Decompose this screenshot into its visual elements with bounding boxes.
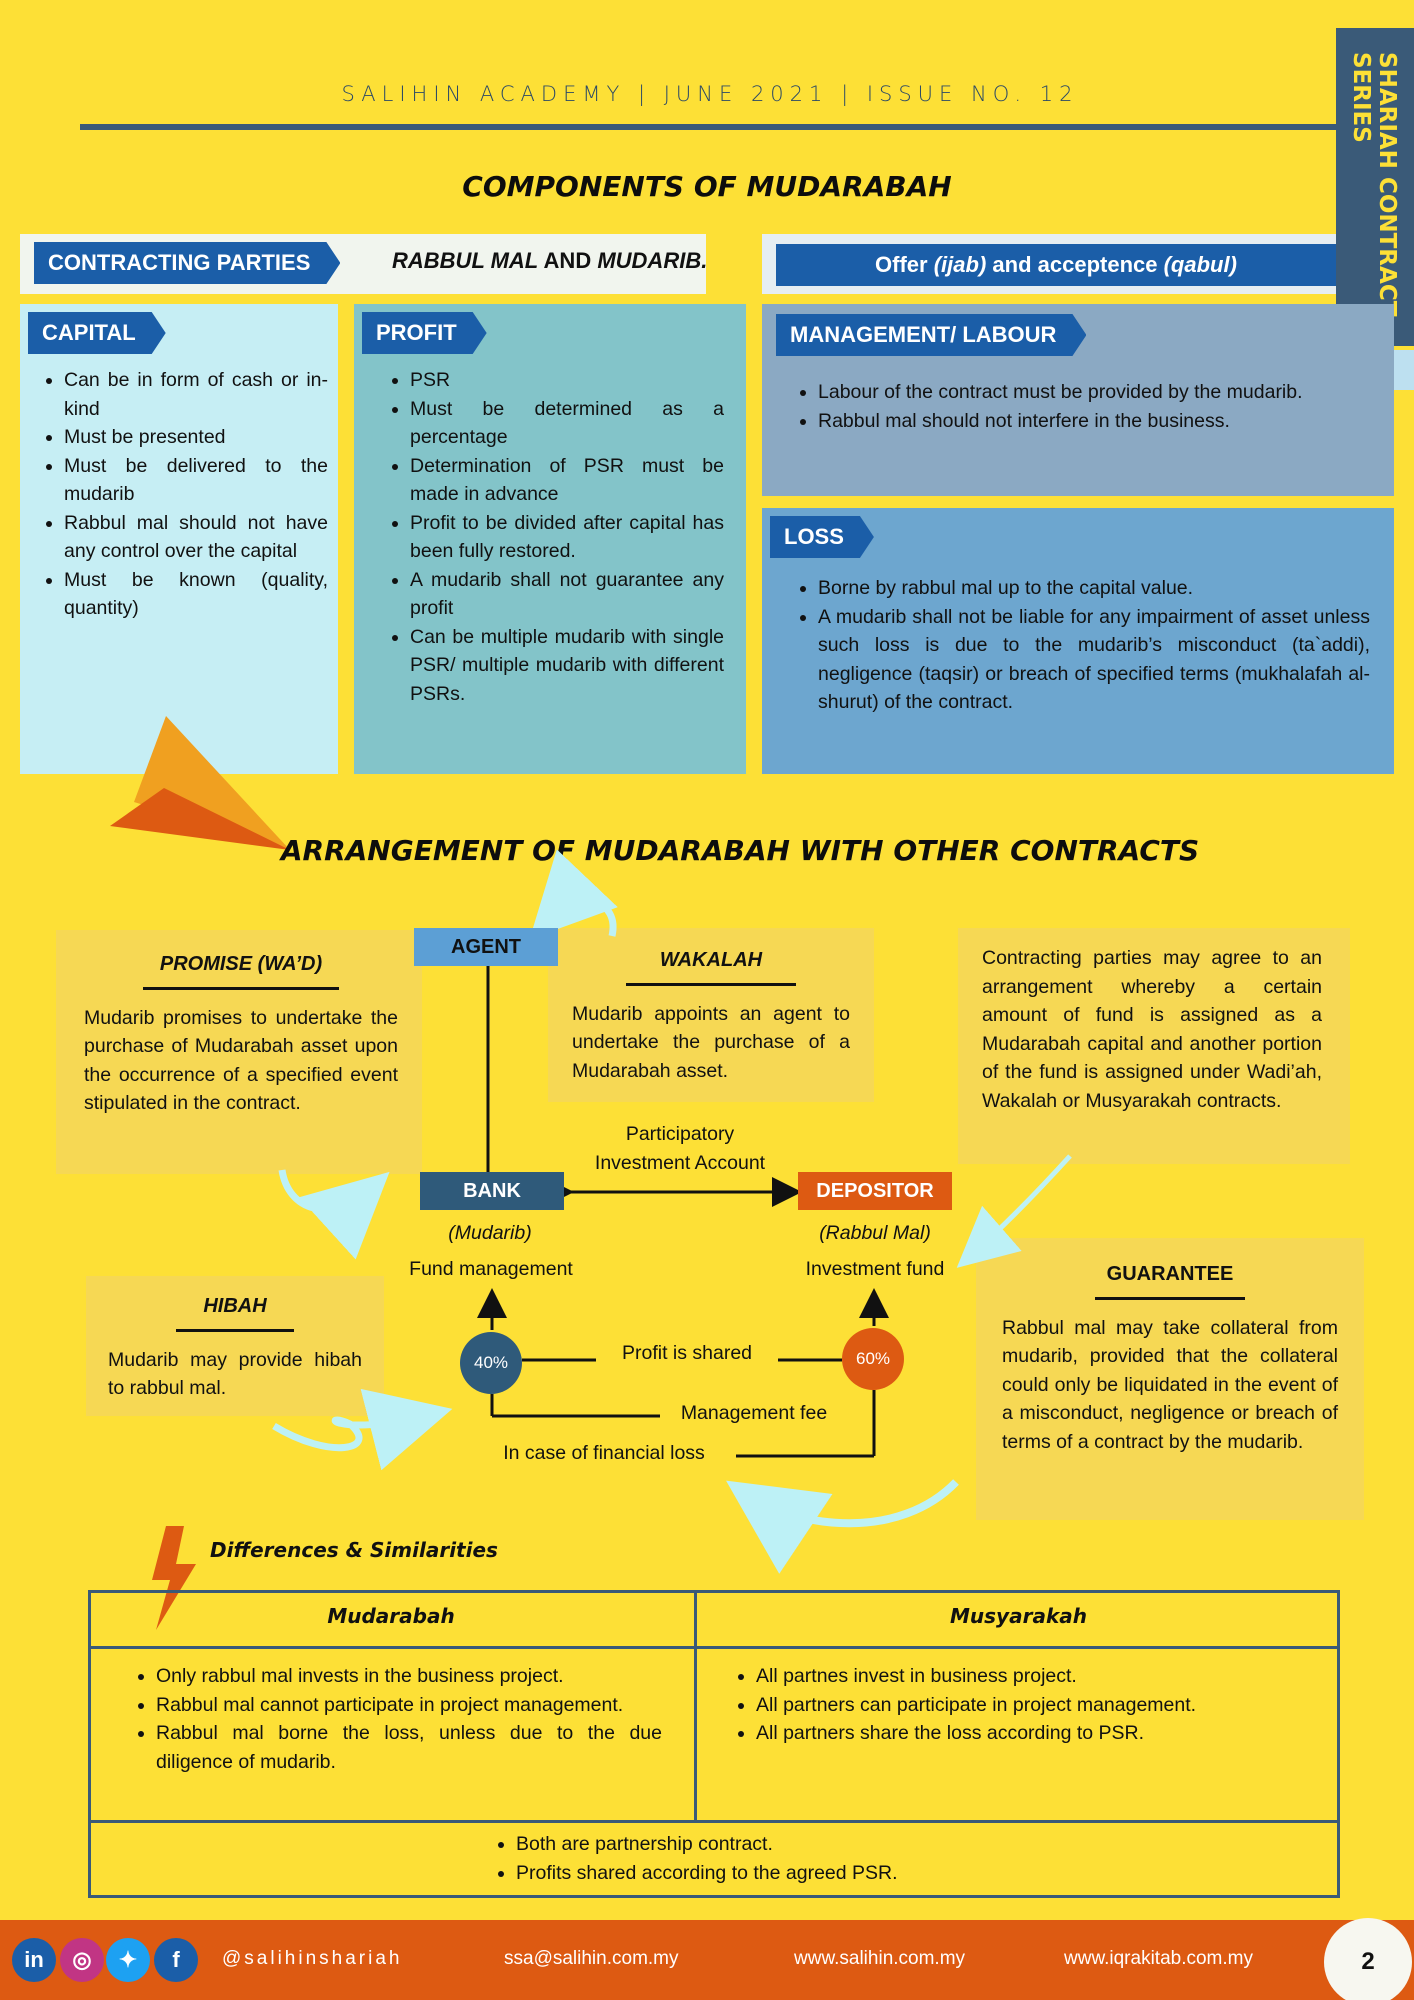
facebook-icon[interactable]: f [154,1938,198,1982]
list-item: Profit to be divided after capital has b… [410,509,724,566]
wakalah-title: WAKALAH [626,946,796,986]
fund-management-label: Fund management [409,1258,573,1280]
musyarakah-column-header: Musyarakah [950,1604,1087,1628]
table-divider [88,1646,1340,1649]
list-item: Only rabbul mal invests in the business … [156,1662,662,1691]
guarantee-text: Rabbul mal may take collateral from muda… [1002,1316,1338,1453]
paper-plane-icon [110,716,290,850]
website-link[interactable]: www.salihin.com.my [794,1948,966,1969]
contract-arrangement-note: Contracting parties may agree to an arra… [958,928,1350,1164]
list-item: A mudarib shall not be liable for any im… [818,603,1370,717]
list-item: All partners share the loss according to… [756,1719,1330,1748]
rabbul-mal-label: (Rabbul Mal) [819,1222,931,1244]
profit-panel: PROFIT PSR Must be determined as a perce… [354,304,746,774]
contract-arrangement-text: Contracting parties may agree to an arra… [982,947,1322,1112]
email-link[interactable]: ssa@salihin.com.my [504,1948,679,1969]
twitter-icon[interactable]: ✦ [106,1938,150,1982]
list-item: Profits shared according to the agreed P… [516,1859,990,1888]
promise-title: PROMISE (WA’D) [143,950,339,990]
profit-list: PSR Must be determined as a percentage D… [384,366,724,708]
loss-panel: LOSS Borne by rabbul mal up to the capit… [762,508,1394,774]
list-item: Rabbul mal should not interfere in the b… [818,407,1372,436]
capital-list: Can be in form of cash or in-kind Must b… [38,366,328,623]
list-item: Must be determined as a percentage [410,395,724,452]
promise-note: PROMISE (WA’D) Mudarib promises to under… [56,930,422,1174]
profit-tag: PROFIT [362,312,487,354]
page-number: 2 [1324,1918,1412,2000]
list-item: PSR [410,366,724,395]
loss-tag: LOSS [770,516,874,558]
list-item: All partnes invest in business project. [756,1662,1330,1691]
mudarabah-cell: Only rabbul mal invests in the business … [130,1662,662,1776]
table-divider [694,1590,697,1822]
lightning-icon [152,1526,196,1630]
contracting-parties-tag: CONTRACTING PARTIES [34,242,340,284]
list-item: Both are partnership contract. [516,1830,990,1859]
list-item: Rabbul mal should not have any control o… [64,509,328,566]
promise-text: Mudarib promises to undertake the purcha… [84,1006,398,1115]
mudarib-label: (Mudarib) [448,1222,532,1244]
series-tab: SHARIAH CONTRACT SERIES [1336,28,1414,346]
agent-node: AGENT [414,928,558,966]
header-divider [80,124,1340,130]
list-item: Must be known (quality, quantity) [64,566,328,623]
list-item: A mudarib shall not guarantee any profit [410,566,724,623]
similarities-cell: Both are partnership contract. Profits s… [490,1830,990,1887]
capital-panel: CAPITAL Can be in form of cash or in-kin… [20,304,338,774]
hibah-note: HIBAH Mudarib may provide hibah to rabbu… [86,1276,384,1416]
hibah-text: Mudarib may provide hibah to rabbul mal. [108,1348,362,1400]
guarantee-title: GUARANTEE [1095,1260,1245,1300]
list-item: Labour of the contract must be provided … [818,378,1372,407]
bank-node: BANK [420,1172,564,1210]
management-list: Labour of the contract must be provided … [792,378,1372,435]
list-item: Rabbul mal cannot participate in project… [156,1691,662,1720]
investment-fund-label: Investment fund [805,1258,945,1280]
components-title: COMPONENTS OF MUDARABAH [462,170,952,203]
website-link[interactable]: www.iqrakitab.com.my [1064,1948,1253,1969]
profit-shared-label: Profit is shared [621,1342,753,1364]
list-item: All partners can participate in project … [756,1691,1330,1720]
depositor-node: DEPOSITOR [798,1172,952,1210]
wakalah-note: WAKALAH Mudarib appoints an agent to und… [548,928,874,1102]
guarantee-note: GUARANTEE Rabbul mal may take collateral… [976,1238,1364,1520]
issue-line: SALIHIN ACADEMY | JUNE 2021 | ISSUE NO. … [341,82,1079,106]
list-item: Rabbul mal borne the loss, unless due to… [156,1719,662,1776]
management-panel: MANAGEMENT/ LABOUR Labour of the contrac… [762,304,1394,496]
differences-title: Differences & Similarities [210,1538,498,1562]
comparison-table [88,1590,1340,1898]
mudarabah-column-header: Mudarabah [327,1604,455,1628]
list-item: Can be in form of cash or in-kind [64,366,328,423]
arrangement-title: ARRANGEMENT OF MUDARABAH WITH OTHER CONT… [280,834,1200,867]
linkedin-icon[interactable]: in [12,1938,56,1982]
hibah-title: HIBAH [176,1292,294,1332]
loss-list: Borne by rabbul mal up to the capital va… [792,574,1370,717]
wakalah-text: Mudarib appoints an agent to undertake t… [572,1002,850,1082]
contracting-parties-value: RABBUL MAL AND MUDARIB. [392,248,708,273]
instagram-icon[interactable]: ◎ [60,1938,104,1982]
capital-tag: CAPITAL [28,312,166,354]
financial-loss-label: In case of financial loss [503,1442,705,1464]
list-item: Borne by rabbul mal up to the capital va… [818,574,1370,603]
list-item: Determination of PSR must be made in adv… [410,452,724,509]
list-item: Must be presented [64,423,328,452]
management-fee-label: Management fee [680,1402,828,1424]
series-tab-label: SHARIAH CONTRACT SERIES [1348,52,1400,317]
table-divider [88,1820,1340,1823]
bank-share-badge: 40% [460,1332,522,1394]
offer-acceptance-bar: Offer (ijab) and acceptence (qabul) [776,244,1336,286]
management-tag: MANAGEMENT/ LABOUR [776,314,1086,356]
list-item: Can be multiple mudarib with single PSR/… [410,623,724,709]
musyarakah-cell: All partnes invest in business project. … [730,1662,1330,1748]
list-item: Must be delivered to the mudarib [64,452,328,509]
footer-bar [0,1920,1414,2000]
social-handle[interactable]: @salihinshariah [222,1948,403,1969]
depositor-share-badge: 60% [842,1328,904,1390]
